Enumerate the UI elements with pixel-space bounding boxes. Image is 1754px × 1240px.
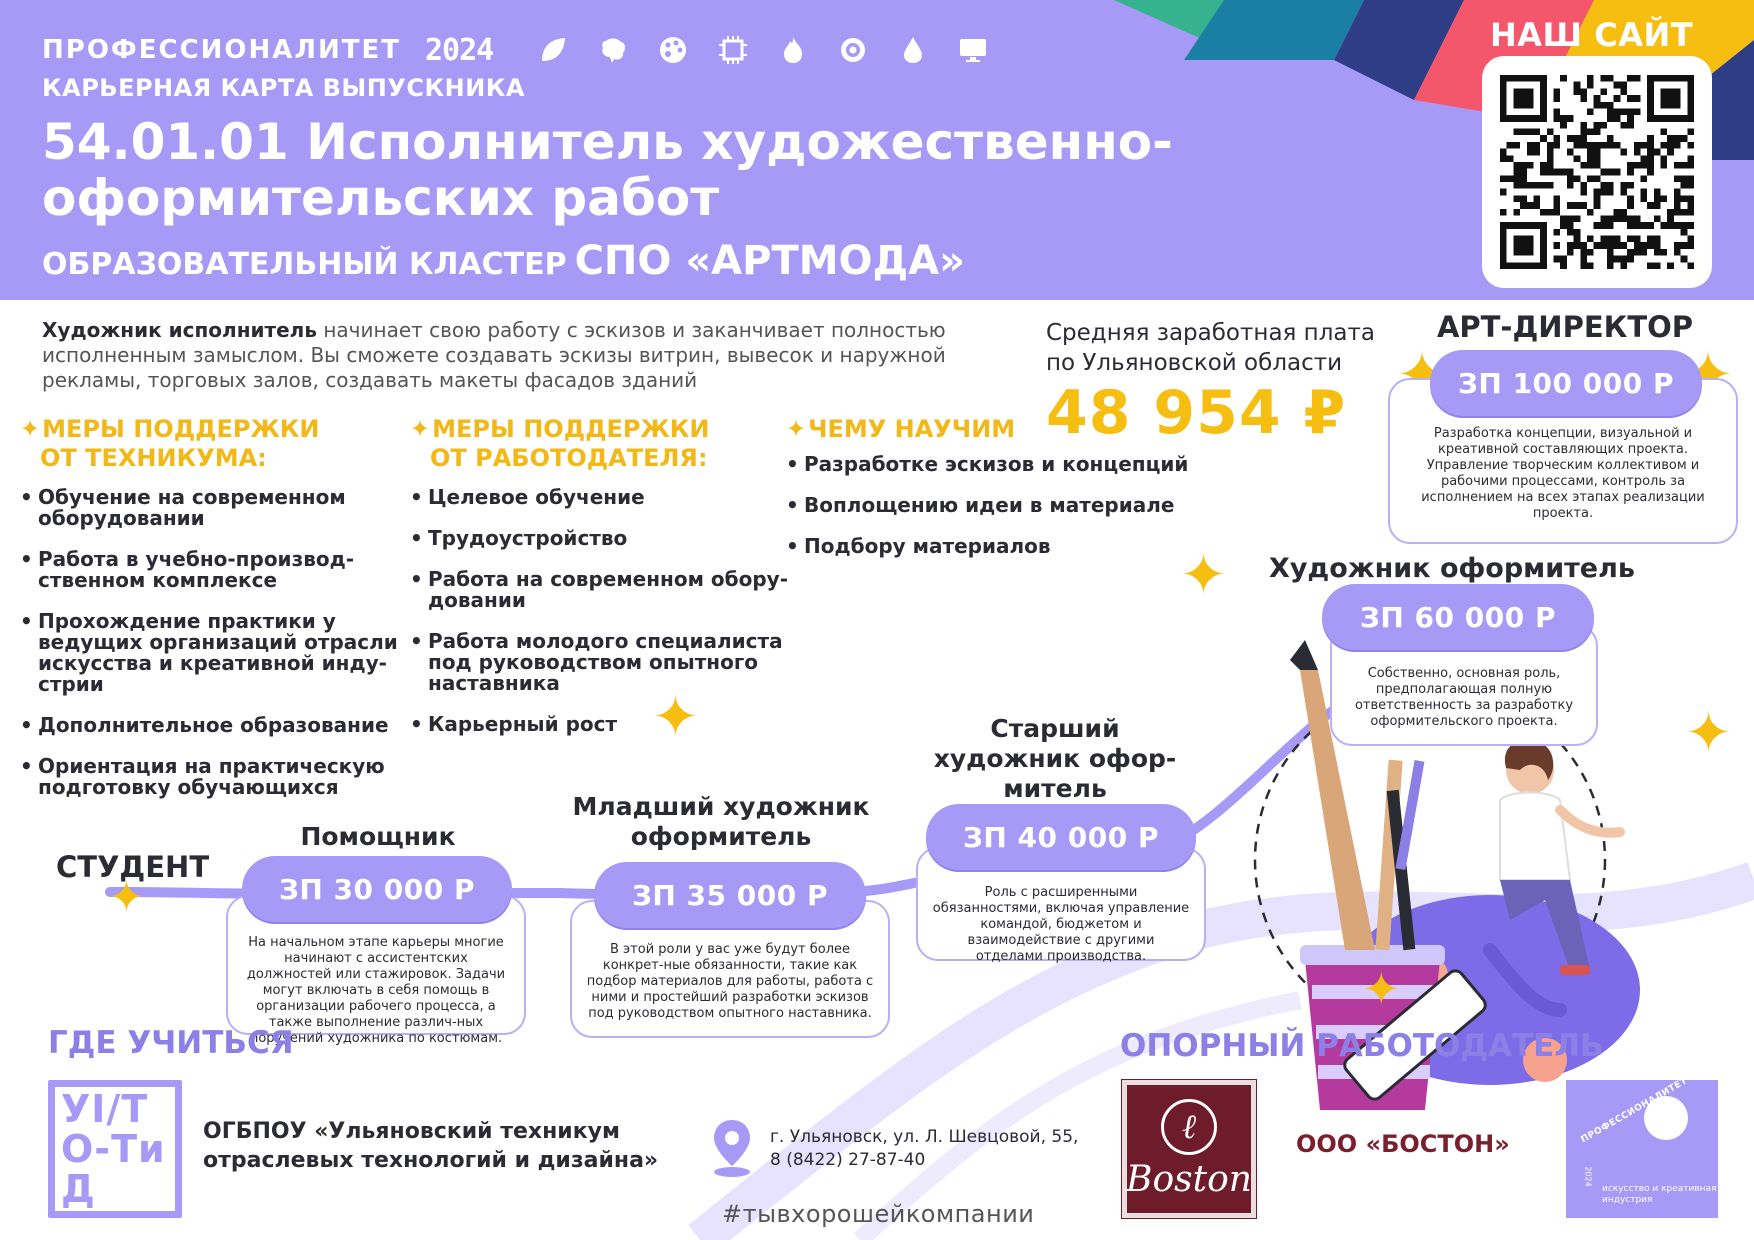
list-item: Дополнительное образование: [20, 715, 400, 737]
brain-icon: [593, 30, 633, 70]
prof-logo-year: 2024: [1583, 1166, 1593, 1187]
quill-icon: ℓ: [1161, 1098, 1217, 1155]
site-label: НАШ САЙТ: [1490, 16, 1694, 54]
support-college-section: ✦МЕРЫ ПОДДЕРЖКИ ОТ ТЕХНИКУМА: Обучение н…: [20, 415, 400, 818]
stage-salary-pill: ЗП 35 000 Р: [594, 862, 866, 928]
support-college-title-line2: ОТ ТЕХНИКУМА:: [40, 444, 267, 472]
sparkle-icon: ✦: [1180, 543, 1227, 608]
site-qr-code[interactable]: [1482, 56, 1712, 288]
direction-icons: [533, 30, 993, 70]
intro-text: начинает свою работу с эскизов и заканчи…: [42, 318, 946, 392]
support-employer-title-line2: ОТ РАБОТОДАТЕЛЯ:: [430, 444, 708, 472]
support-college-title: ✦МЕРЫ ПОДДЕРЖКИ ОТ ТЕХНИКУМА:: [20, 415, 400, 473]
employer-logo: ℓ Boston: [1121, 1079, 1257, 1219]
brand-year: 2024: [424, 32, 494, 68]
where-to-study-title: ГДЕ УЧИТЬСЯ: [48, 1025, 294, 1061]
address-phone[interactable]: 8 (8422) 27-87-40: [770, 1150, 926, 1170]
brand-row: ПРОФЕССИОНАЛИТЕТ 2024: [42, 30, 993, 70]
palette-icon: [1644, 1096, 1688, 1140]
professionalitet-logo: ПРОФЕССИОНАЛИТЕТ 2024 искусство и креати…: [1566, 1076, 1718, 1218]
college-name: ОГБПОУ «Ульяновский техникум отраслевых …: [203, 1117, 658, 1175]
monitor-icon: [953, 30, 993, 70]
college-name-line2: отраслевых технологий и дизайна»: [203, 1148, 659, 1173]
salary-label-line1: Средняя заработная плата: [1046, 320, 1376, 346]
cluster-name: СПО «АРТМОДА»: [574, 238, 965, 284]
stage-salary-pill: ЗП 100 000 Р: [1430, 350, 1702, 416]
college-logo-text: УI/ТО-ТиД: [61, 1087, 166, 1211]
average-salary-label: Средняя заработная плата по Ульяновской …: [1046, 318, 1375, 378]
teach-title: ✦ЧЕМУ НАУЧИМ: [786, 415, 1206, 444]
career-map-label: КАРЬЕРНАЯ КАРТА ВЫПУСКНИКА: [42, 74, 525, 102]
prof-logo-subtitle: искусство и креативная индустрия: [1602, 1184, 1717, 1205]
stage-salary-pill: ЗП 60 000 Р: [1322, 584, 1594, 650]
list-item: Воплощению идеи в материале: [786, 495, 1206, 517]
list-item: Обучение на современном оборудовании: [20, 487, 400, 529]
stage-salary-pill: ЗП 30 000 Р: [242, 856, 512, 922]
sparkle-icon: ✦: [652, 685, 699, 750]
page-title: 54.01.01 Исполнитель художественно-оформ…: [42, 113, 1173, 227]
sparkle-icon: ✦: [786, 415, 807, 443]
flame-icon: [773, 30, 813, 70]
profession-intro: Художник исполнитель начинает свою работ…: [42, 318, 982, 393]
sparkle-icon: ✦: [20, 415, 41, 443]
teach-title-text: ЧЕМУ НАУЧИМ: [808, 415, 1016, 443]
support-employer-list: Целевое обучение Трудоустройство Работа …: [410, 487, 800, 736]
list-item: Карьерный рост: [410, 714, 800, 736]
support-employer-title-line1: МЕРЫ ПОДДЕРЖКИ: [432, 415, 710, 443]
key-employer-title: ОПОРНЫЙ РАБОТОДАТЕЛЬ: [1120, 1028, 1604, 1064]
stage-title: АРТ-ДИРЕКТОР: [1436, 310, 1694, 344]
intro-bold: Художник исполнитель: [42, 318, 317, 342]
list-item: Работа молодого специалиста под руководс…: [410, 631, 800, 694]
college-logo: УI/ТО-ТиД: [48, 1080, 182, 1218]
drop-icon: [893, 30, 933, 70]
college-name-line1: ОГБПОУ «Ульяновский техникум: [203, 1119, 620, 1144]
header-banner: ПРОФЕССИОНАЛИТЕТ 2024: [0, 0, 1754, 300]
average-salary-value: 48 954 ₽: [1046, 378, 1347, 448]
list-item: Работа на современном обору-довании: [410, 569, 800, 611]
support-employer-section: ✦МЕРЫ ПОДДЕРЖКИ ОТ РАБОТОДАТЕЛЯ: Целевое…: [410, 415, 800, 755]
qr-code-icon: [1500, 75, 1694, 269]
cluster-prefix: ОБРАЗОВАТЕЛЬНЫЙ КЛАСТЕР: [42, 247, 567, 282]
stage-salary-pill: ЗП 40 000 Р: [926, 804, 1196, 870]
location-pin-icon: [714, 1120, 750, 1177]
address-line1: г. Ульяновск, ул. Л. Шевцовой, 55,: [770, 1127, 1079, 1147]
teach-section: ✦ЧЕМУ НАУЧИМ Разработке эскизов и концеп…: [786, 415, 1206, 577]
list-item: Работа в учебно-производ-ственном компле…: [20, 549, 400, 591]
stage-title: Младший художник оформитель: [572, 792, 870, 851]
support-college-list: Обучение на современном оборудовании Раб…: [20, 487, 400, 798]
sparkle-icon: ✦: [1685, 701, 1732, 766]
list-item: Ориентация на практическую подготовку об…: [20, 756, 400, 798]
sparkle-icon: ✦: [410, 415, 431, 443]
stage-title: Художник оформитель: [1269, 553, 1635, 584]
target-icon: [833, 30, 873, 70]
hashtag: #тывхорошейкомпании: [722, 1200, 1035, 1228]
list-item: Подбору материалов: [786, 536, 1206, 558]
stage-title: Помощник: [300, 822, 456, 851]
list-item: Прохождение практики у ведущих организац…: [20, 611, 400, 695]
support-college-title-line1: МЕРЫ ПОДДЕРЖКИ: [42, 415, 320, 443]
chip-icon: [713, 30, 753, 70]
list-item: Трудоустройство: [410, 528, 800, 550]
teach-list: Разработке эскизов и концепций Воплощени…: [786, 454, 1206, 558]
list-item: Целевое обучение: [410, 487, 800, 509]
sparkle-icon: ✦: [108, 872, 145, 923]
list-item: Разработке эскизов и концепций: [786, 454, 1206, 476]
college-address: г. Ульяновск, ул. Л. Шевцовой, 55, 8 (84…: [770, 1126, 1078, 1172]
palette-icon: [653, 30, 693, 70]
salary-label-line2: по Ульяновской области: [1046, 350, 1343, 376]
student-label: СТУДЕНТ: [56, 850, 210, 884]
leaf-icon: [533, 30, 573, 70]
employer-logo-text: Boston: [1126, 1158, 1252, 1200]
stage-title: Старший художник офор-митель: [933, 714, 1177, 803]
sparkle-icon: ✦: [1362, 962, 1401, 1016]
support-employer-title: ✦МЕРЫ ПОДДЕРЖКИ ОТ РАБОТОДАТЕЛЯ:: [410, 415, 800, 473]
brand-logo-text: ПРОФЕССИОНАЛИТЕТ: [42, 35, 401, 65]
employer-name: ООО «БОСТОН»: [1296, 1130, 1510, 1158]
